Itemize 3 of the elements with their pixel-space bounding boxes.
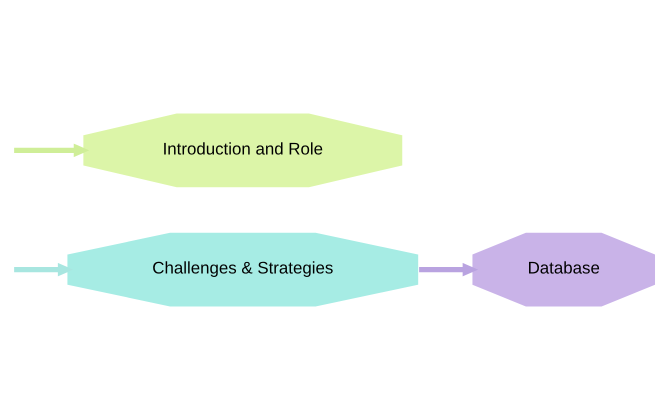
arrow bbox=[419, 262, 478, 276]
arrow bbox=[14, 262, 74, 276]
arrow bbox=[14, 143, 90, 157]
